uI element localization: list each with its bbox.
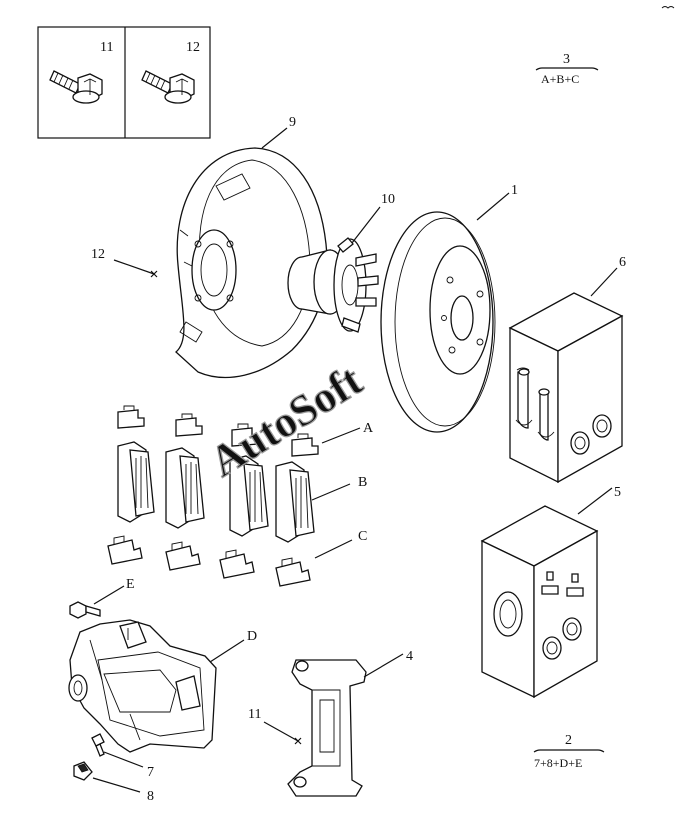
callout-12: 12: [91, 247, 105, 262]
brake-disc: [380, 211, 496, 433]
brake-pad: [165, 447, 205, 529]
callout-7: 7: [147, 765, 154, 780]
brake-pad: [275, 461, 315, 543]
pad-clips: [117, 405, 319, 457]
callout-4: 4: [406, 649, 413, 664]
callout-D: D: [247, 629, 257, 644]
callout-8: 8: [147, 789, 154, 804]
guide-bolt: [69, 601, 101, 619]
callout-6: 6: [619, 255, 626, 270]
fastener-box: 11 12: [37, 26, 211, 139]
callout-11: 11: [248, 707, 261, 722]
callout-E: E: [126, 577, 135, 592]
kit-2-formula: 2 7+8+D+E: [533, 733, 605, 770]
repair-kit-box-5: [480, 505, 599, 699]
backing-plate: [175, 147, 328, 379]
abutment-clips: [107, 535, 311, 587]
callout-10: 10: [381, 192, 395, 207]
brake-pads: [117, 441, 315, 543]
callout-3: 3: [563, 52, 570, 67]
callout-5: 5: [614, 485, 621, 500]
brake-pad: [229, 455, 269, 537]
hex-flange-bolt-icon: [141, 70, 195, 104]
kit-2-contents: 7+8+D+E: [534, 756, 582, 770]
callout-A: A: [363, 421, 374, 436]
brake-pad: [117, 441, 155, 523]
callout-2: 2: [565, 733, 572, 748]
kit-3-contents: A+B+C: [541, 72, 579, 86]
callout-1: 1: [511, 183, 518, 198]
corner-mark: [661, 6, 675, 9]
hex-flange-bolt-icon: [49, 70, 103, 104]
callout-C: C: [358, 529, 367, 544]
fastener-box-label-11: 11: [100, 40, 113, 55]
caliper-carrier: [287, 659, 367, 797]
caliper-housing: [68, 619, 217, 753]
bleed-screw: [91, 733, 105, 757]
repair-kit-box-6: [508, 292, 624, 484]
wheel-hub: [287, 237, 379, 333]
callout-B: B: [358, 475, 367, 490]
callout-9: 9: [289, 115, 296, 130]
kit-3-formula: 3 A+B+C: [535, 52, 599, 86]
fastener-box-label-12: 12: [186, 40, 200, 55]
dust-cap: [73, 761, 93, 781]
